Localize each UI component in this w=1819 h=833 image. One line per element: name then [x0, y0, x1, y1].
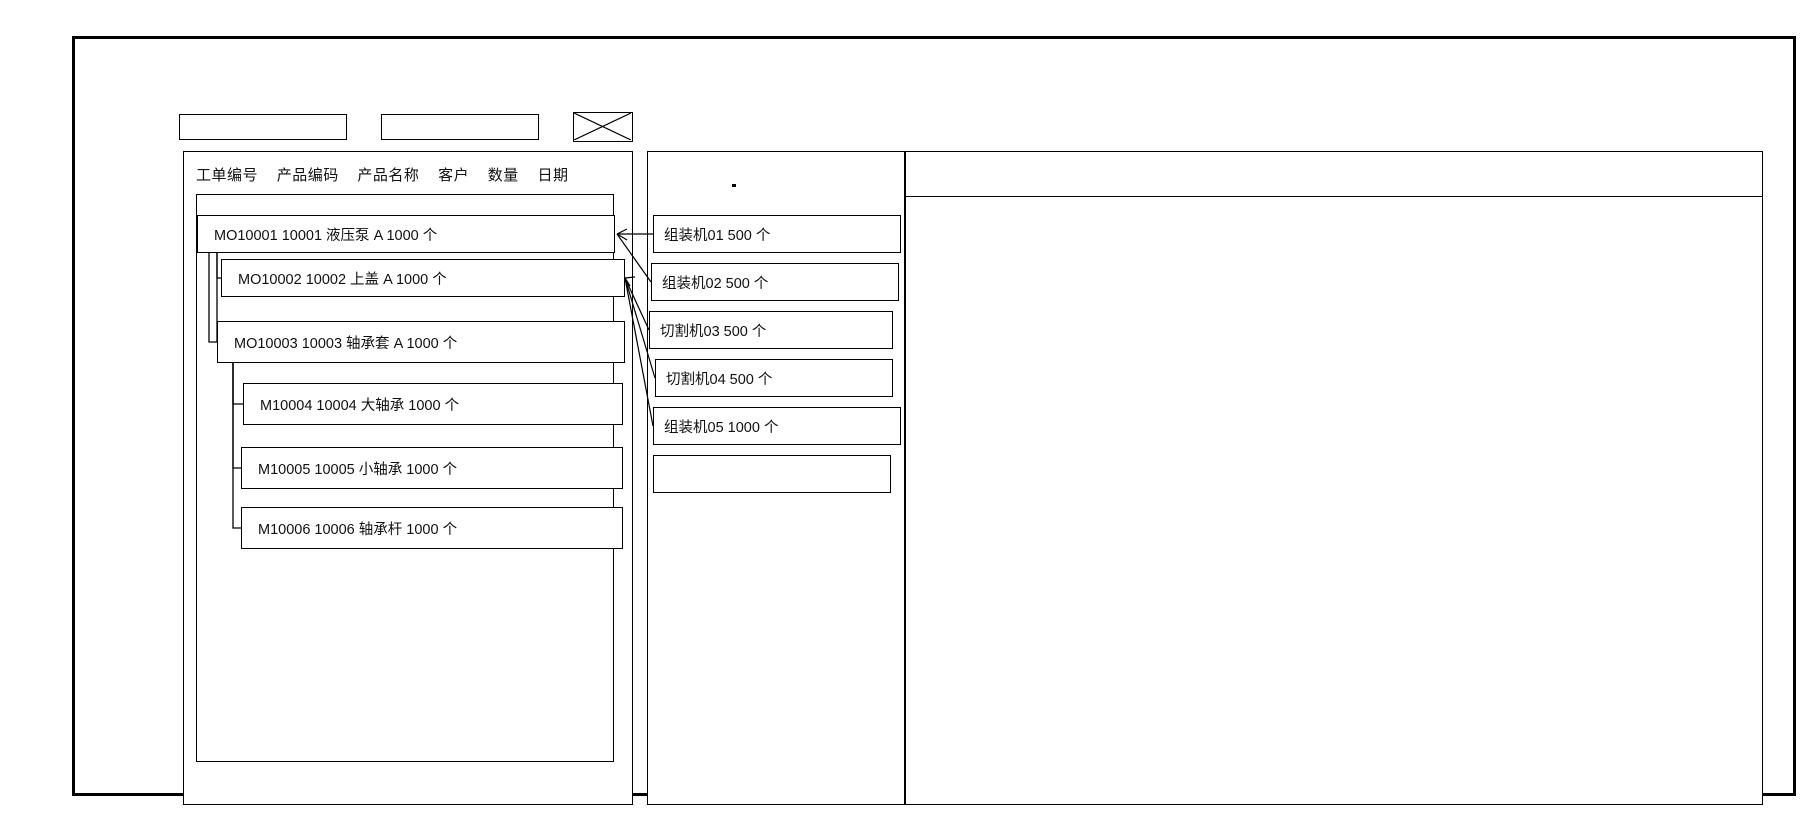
- tree-row-level2[interactable]: M10006 10006 轴承杆 1000 个: [241, 507, 623, 549]
- column-header-quantity: 数量: [487, 167, 519, 184]
- machine-label: 切割机03 500 个: [660, 323, 767, 340]
- machine-label: 组装机02 500 个: [662, 275, 769, 292]
- machine-box[interactable]: 切割机03 500 个: [649, 311, 893, 349]
- image-placeholder-icon[interactable]: [573, 112, 633, 142]
- tree-row-level2[interactable]: M10005 10005 小轴承 1000 个: [241, 447, 623, 489]
- column-header-row: 工单编号 产品编码 产品名称 客户 数量 日期: [196, 164, 568, 185]
- tree-row-label: MO10001 10001 液压泵 A 1000 个: [214, 227, 438, 244]
- machine-box[interactable]: 切割机04 500 个: [655, 359, 893, 397]
- column-header-product-name: 产品名称: [357, 167, 420, 184]
- application-window: 工单编号 产品编码 产品名称 客户 数量 日期 MO10001 10001 液压…: [72, 36, 1796, 805]
- machine-label: 组装机05 1000 个: [664, 419, 779, 436]
- caret-dot-marker: [732, 184, 736, 187]
- tree-row-level1[interactable]: MO10002 10002 上盖 A 1000 个: [221, 259, 625, 297]
- tree-row-level1[interactable]: MO10003 10003 轴承套 A 1000 个: [217, 321, 625, 363]
- tree-row-label: M10004 10004 大轴承 1000 个: [260, 397, 460, 414]
- tree-row-label: M10005 10005 小轴承 1000 个: [258, 461, 458, 478]
- tree-row-label: M10006 10006 轴承杆 1000 个: [258, 521, 458, 538]
- tree-row-level0[interactable]: MO10001 10001 液压泵 A 1000 个: [197, 215, 615, 253]
- cross-lines-icon: [574, 113, 631, 140]
- detail-panel: [905, 151, 1763, 805]
- machine-label: 切割机04 500 个: [666, 371, 773, 388]
- column-header-date: 日期: [537, 167, 569, 184]
- tree-row-label: MO10003 10003 轴承套 A 1000 个: [234, 335, 458, 352]
- panels-container: 工单编号 产品编码 产品名称 客户 数量 日期 MO10001 10001 液压…: [183, 151, 1807, 805]
- machine-label: 组装机01 500 个: [664, 227, 771, 244]
- toolbar: [179, 112, 633, 142]
- machine-box-empty[interactable]: [653, 455, 891, 493]
- tree-row-level2[interactable]: M10004 10004 大轴承 1000 个: [243, 383, 623, 425]
- machine-box[interactable]: 组装机05 1000 个: [653, 407, 901, 445]
- machine-box[interactable]: 组装机01 500 个: [653, 215, 901, 253]
- toolbar-field-two[interactable]: [381, 114, 539, 140]
- detail-panel-divider: [906, 196, 1762, 197]
- column-header-customer: 客户: [438, 167, 470, 184]
- column-header-product-code: 产品编码: [276, 167, 339, 184]
- column-header-order-no: 工单编号: [196, 167, 259, 184]
- toolbar-field-one[interactable]: [179, 114, 347, 140]
- tree-row-label: MO10002 10002 上盖 A 1000 个: [238, 271, 447, 288]
- machine-box[interactable]: 组装机02 500 个: [651, 263, 899, 301]
